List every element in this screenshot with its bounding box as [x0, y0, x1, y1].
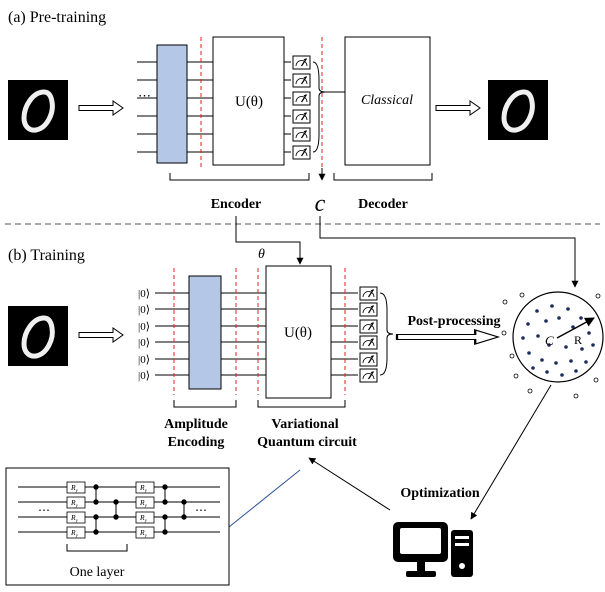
svg-text:Ry: Ry	[139, 498, 148, 509]
unitary-label-b: U(θ)	[284, 325, 312, 341]
variational-label-line1: Variational	[271, 417, 338, 432]
inset-ellipsis-right: ⋯	[195, 503, 207, 517]
gate-label: R	[70, 513, 76, 522]
wire-ellipsis-a: ⋯	[138, 88, 151, 103]
meter-collector-brace-b	[379, 292, 394, 376]
ry-gate-labels: Ry Ry Ry Ry Ry Ry Ry Ry	[70, 483, 148, 539]
measurement-meters-a	[292, 55, 311, 160]
svg-text:Ry: Ry	[70, 528, 79, 539]
gate-subscript: y	[75, 489, 79, 494]
optimization-label: Optimization	[400, 486, 480, 501]
cz-entanglers	[93, 484, 187, 535]
center-label: C	[545, 333, 554, 348]
one-layer-brace	[66, 544, 128, 552]
amplitude-label-line2: Encoding	[168, 435, 225, 450]
gate-subscript: y	[144, 489, 148, 494]
computer-to-circuit-arrow	[308, 457, 391, 511]
theta-connector	[235, 216, 304, 265]
svg-text:Ry: Ry	[70, 483, 79, 494]
latent-points	[521, 304, 595, 377]
gate-label: R	[139, 498, 145, 507]
input-arrow-a	[78, 100, 124, 116]
ket-label: |0⟩	[138, 288, 150, 300]
svg-text:Ry: Ry	[139, 528, 148, 539]
one-layer-inset: Ry Ry Ry Ry Ry Ry Ry Ry ⋯ ⋯ One layer	[5, 467, 230, 586]
ket-label: |0⟩	[138, 321, 150, 333]
hypersphere: C R	[501, 291, 604, 399]
gate-subscript: y	[75, 519, 79, 524]
classical-decoder-label: Classical	[361, 93, 413, 108]
ket-labels: |0⟩ |0⟩ |0⟩ |0⟩ |0⟩ |0⟩	[138, 288, 150, 382]
gate-subscript: y	[144, 534, 148, 539]
inset-callout-line	[228, 469, 301, 528]
measurement-meters-b	[359, 286, 378, 383]
gate-subscript: y	[144, 519, 148, 524]
input-digit-image-b	[8, 306, 68, 366]
output-digit-image-a	[488, 80, 548, 140]
variational-circuit-brace	[257, 400, 346, 408]
amplitude-label-line1: Amplitude	[164, 417, 228, 432]
svg-text:Ry: Ry	[139, 513, 148, 524]
theta-label: θ	[258, 247, 265, 262]
encoding-block-a	[156, 44, 188, 164]
ry-gates	[66, 481, 155, 539]
outlier-points	[501, 292, 601, 399]
desktop-computer-icon	[393, 522, 473, 577]
svg-text:Ry: Ry	[139, 483, 148, 494]
post-processing-label: Post-processing	[407, 314, 500, 329]
panel-a-title: (a) Pre-training	[8, 9, 106, 26]
panel-b-title: (b) Training	[8, 247, 85, 264]
unitary-label-a: U(θ)	[235, 94, 263, 110]
one-layer-label: One layer	[70, 565, 125, 580]
decoder-label: Decoder	[358, 197, 408, 212]
inset-ellipsis-left: ⋯	[38, 503, 50, 517]
latent-connector	[319, 216, 579, 288]
output-arrow-a	[435, 100, 481, 116]
input-digit-image-a	[8, 80, 68, 140]
ket-label: |0⟩	[138, 370, 150, 382]
ket-label: |0⟩	[138, 337, 150, 349]
gate-subscript: y	[144, 504, 148, 509]
gate-subscript: y	[75, 534, 79, 539]
radius-arrow	[556, 317, 595, 339]
latent-label: c	[315, 191, 326, 217]
unitary-box-a	[212, 36, 285, 166]
ket-label: |0⟩	[138, 304, 150, 316]
encoder-brace	[169, 173, 310, 181]
gate-label: R	[70, 483, 76, 492]
gate-label: R	[70, 498, 76, 507]
amplitude-encoding-brace	[173, 400, 237, 408]
decoder-brace	[333, 173, 433, 181]
variational-label-line2: Quantum circuit	[257, 435, 357, 450]
input-arrow-b	[78, 327, 124, 343]
meter-collector-brace-a	[312, 61, 326, 153]
encoder-label: Encoder	[211, 197, 262, 212]
gate-subscript: y	[75, 504, 79, 509]
unitary-box-b	[265, 265, 332, 399]
gate-label: R	[139, 483, 145, 492]
gate-label: R	[70, 528, 76, 537]
amplitude-encoding-block	[188, 275, 222, 390]
svg-text:Ry: Ry	[70, 513, 79, 524]
classical-decoder-box	[344, 36, 431, 166]
ket-label: |0⟩	[138, 354, 150, 366]
gate-label: R	[139, 513, 145, 522]
radius-label: R	[574, 333, 582, 347]
svg-text:Ry: Ry	[70, 498, 79, 509]
sphere-to-computer-arrow	[470, 384, 552, 520]
post-processing-arrow	[395, 328, 500, 346]
gate-label: R	[139, 528, 145, 537]
